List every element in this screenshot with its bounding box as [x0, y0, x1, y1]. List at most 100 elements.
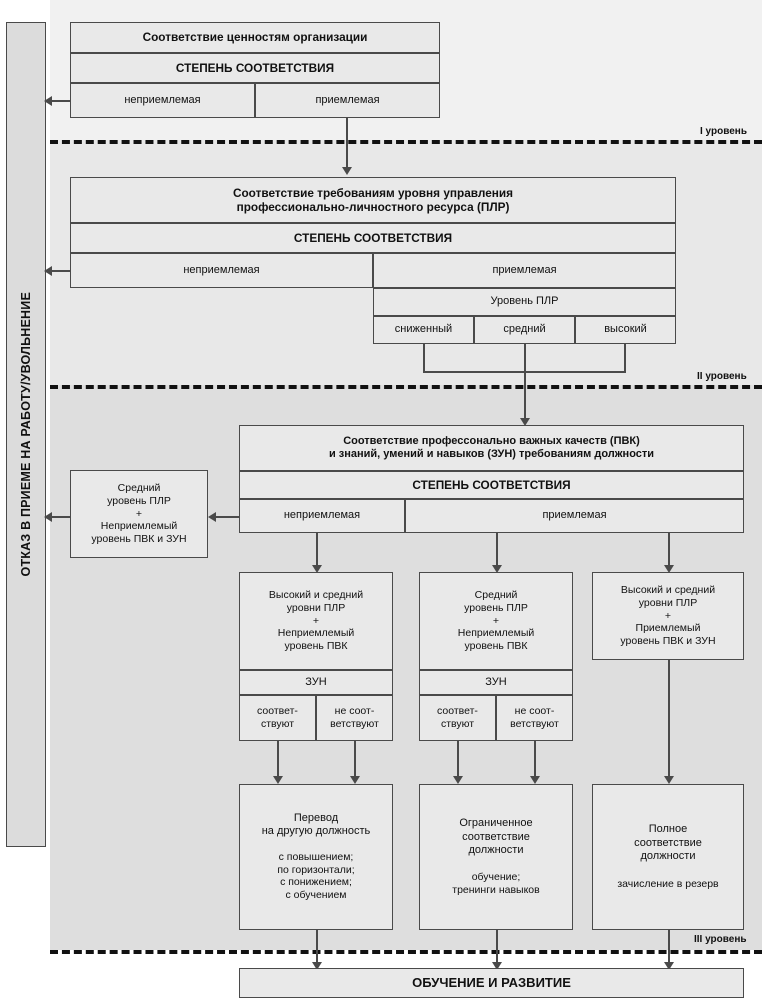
level-1-separator [50, 140, 762, 144]
col1-zun-nomatch-line1: не соот- [334, 705, 375, 718]
level2-degree-header: СТЕПЕНЬ СООТВЕТСТВИЯ [70, 223, 676, 253]
level3-reject-box: Средний уровень ПЛР + Неприемлемый урове… [70, 470, 208, 558]
level3-option-acceptable: приемлемая [405, 499, 744, 533]
col2-zun-match-line2: ствуют [440, 718, 475, 730]
level1-option-unacceptable: неприемлемая [70, 83, 255, 118]
col3-profile-line2: уровни ПЛР [638, 596, 698, 609]
col1-result-title-line1: Перевод [293, 812, 339, 824]
connector-l3-reject-to-box [216, 516, 239, 518]
level-3-separator [50, 950, 762, 954]
arrow-l3-box-to-sidebar-icon [44, 512, 52, 522]
connector-col2-to-footer [496, 930, 498, 968]
col2-result-title-line2: соответствие [462, 830, 530, 843]
col2-profile-line4: уровень ПВК [464, 640, 528, 653]
col1-zun-header: ЗУН [239, 670, 393, 695]
col2-profile-line2: уровень ПЛР [464, 601, 528, 614]
col2-zun-nomatch-line1: не соот- [514, 705, 555, 718]
col3-profile-line1: Высокий и средний [620, 584, 716, 596]
col3-result-detail-0: зачисление в резерв [617, 877, 719, 890]
connector-col3-to-footer [668, 930, 670, 968]
arrow-l2-to-l3-icon [520, 418, 530, 426]
col1-profile-line2: уровни ПЛР [286, 601, 346, 614]
level1-option-acceptable: приемлемая [255, 83, 440, 118]
col1-result-box: Перевод на другую должность с повышением… [239, 784, 393, 930]
arrow-col2-icon [492, 565, 502, 573]
level-2-label: II уровень [697, 371, 747, 382]
arrow-l1-to-l2-icon [342, 167, 352, 175]
arrow-col1-nomatch-icon [350, 776, 360, 784]
connector-col1-down [316, 533, 318, 568]
col3-profile-plus: + [664, 609, 672, 622]
level-3-label: III уровень [694, 934, 747, 945]
col1-result-detail-0: с повышением; [278, 850, 354, 863]
col2-profile-plus: + [492, 614, 500, 627]
connector-l2-to-l3 [524, 371, 526, 421]
level2-plr-high: высокий [575, 316, 676, 344]
connector-col2-down [496, 533, 498, 568]
arrow-col2-match-icon [453, 776, 463, 784]
level3-title: Соответствие профессонально важных качес… [239, 425, 744, 471]
col1-profile-box: Высокий и средний уровни ПЛР + Неприемле… [239, 572, 393, 670]
arrow-col3-to-result-icon [664, 776, 674, 784]
arrow-col2-to-footer-icon [492, 962, 502, 970]
arrow-col3-to-footer-icon [664, 962, 674, 970]
col2-profile-line3: Неприемлемый [457, 627, 535, 640]
col1-zun-nomatch: не соот- ветствуют [316, 695, 393, 741]
col2-profile-line1: Средний [474, 589, 518, 601]
level2-plr-header: Уровень ПЛР [373, 288, 676, 316]
level2-title-line2: профессионально-личностного ресурса (ПЛР… [236, 200, 510, 214]
col3-profile-line4: уровень ПВК и ЗУН [620, 635, 716, 648]
col2-zun-nomatch-line2: ветствуют [510, 718, 559, 730]
col2-zun-header: ЗУН [419, 670, 573, 695]
arrow-col1-icon [312, 565, 322, 573]
col1-result-detail-3: с обучением [285, 889, 347, 902]
level2-plr-reduced: сниженный [373, 316, 474, 344]
col1-result-detail-2: с понижением; [280, 876, 352, 889]
level3-reject-line2: уровень ПЛР [107, 494, 171, 507]
connector-plr-high-down [624, 344, 626, 372]
col2-result-title-line3: должности [468, 843, 524, 856]
level2-option-acceptable: приемлемая [373, 253, 676, 288]
col3-result-title-line2: соответствие [634, 836, 702, 849]
arrow-l3-reject-to-box-icon [208, 512, 216, 522]
col2-zun-match: соответ- ствуют [419, 695, 496, 741]
col3-profile-box: Высокий и средний уровни ПЛР + Приемлемы… [592, 572, 744, 660]
col2-result-box: Ограниченное соответствие должности обуч… [419, 784, 573, 930]
connector-l3-box-to-sidebar [52, 516, 70, 518]
connector-col2-nomatch-down [534, 741, 536, 779]
level3-reject-line1: Средний [117, 482, 161, 494]
col2-result-title-line1: Ограниченное [459, 817, 533, 830]
level-1-label: I уровень [700, 126, 747, 137]
connector-col3-to-result [668, 660, 670, 779]
col1-profile-line3: Неприемлемый [277, 627, 355, 640]
arrow-col3-icon [664, 565, 674, 573]
col3-result-title-line1: Полное [648, 823, 688, 836]
arrow-col1-match-icon [273, 776, 283, 784]
level3-reject-line3: Неприемлемый [100, 520, 178, 533]
arrow-l2-reject-icon [44, 266, 52, 276]
level-2-separator [50, 385, 762, 389]
col1-zun-match: соответ- ствуют [239, 695, 316, 741]
col2-result-detail-0: обучение; [471, 871, 521, 884]
connector-plr-reduced-down [423, 344, 425, 372]
rejection-sidebar: ОТКАЗ В ПРИЕМЕ НА РАБОТУ/УВОЛЬНЕНИЕ [6, 22, 46, 847]
col2-profile-box: Средний уровень ПЛР + Неприемлемый урове… [419, 572, 573, 670]
col1-zun-match-line1: соответ- [257, 705, 298, 718]
col1-zun-match-line2: ствуют [260, 718, 295, 730]
level3-option-unacceptable: неприемлемая [239, 499, 405, 533]
connector-col1-match-down [277, 741, 279, 779]
connector-col3-down [668, 533, 670, 568]
level2-title: Соответствие требованиям уровня управлен… [70, 177, 676, 223]
level2-option-unacceptable: неприемлемая [70, 253, 373, 288]
footer-box: ОБУЧЕНИЕ И РАЗВИТИЕ [239, 968, 744, 998]
col2-zun-nomatch: не соот- ветствуют [496, 695, 573, 741]
arrow-col2-nomatch-icon [530, 776, 540, 784]
level3-reject-plus: + [135, 507, 143, 520]
connector-col1-nomatch-down [354, 741, 356, 779]
level1-degree-header: СТЕПЕНЬ СООТВЕТСТВИЯ [70, 53, 440, 83]
arrow-col1-to-footer-icon [312, 962, 322, 970]
rejection-sidebar-label: ОТКАЗ В ПРИЕМЕ НА РАБОТУ/УВОЛЬНЕНИЕ [19, 292, 33, 577]
level2-title-line1: Соответствие требованиям уровня управлен… [232, 185, 514, 200]
connector-l1-reject [52, 100, 70, 102]
